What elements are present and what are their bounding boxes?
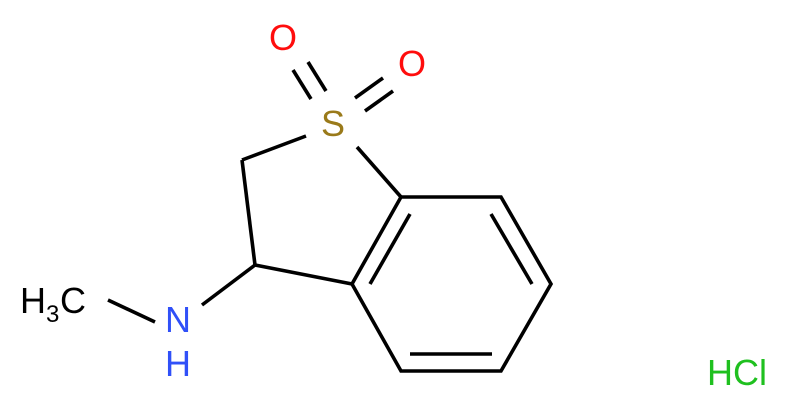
bond-s-ch2 xyxy=(241,134,307,162)
bond-s-o2-b xyxy=(363,89,395,113)
bonds xyxy=(107,61,554,373)
benzene-ring xyxy=(349,195,554,373)
salt-hcl: HCl xyxy=(707,352,767,393)
bond-s-o1-a xyxy=(291,69,313,100)
bond-n-ch3 xyxy=(107,298,156,324)
atom-labels: S O O N H H 3 C HCl xyxy=(20,17,767,393)
benzene-inner-left xyxy=(368,213,412,285)
atom-o2: O xyxy=(398,43,426,84)
bond-c3-c3a xyxy=(254,263,353,286)
benzene-inner-right xyxy=(489,213,534,285)
bond-s-o2-a xyxy=(353,76,385,100)
methyl-h: H xyxy=(20,280,46,321)
atom-s: S xyxy=(321,103,345,144)
atom-o1: O xyxy=(269,17,297,58)
bond-ch2-c3 xyxy=(240,159,257,266)
atom-n: N xyxy=(165,299,191,340)
bond-c3-n xyxy=(200,263,257,307)
atom-n-h: H xyxy=(165,343,191,384)
methyl-c: C xyxy=(60,280,86,321)
bond-s-o1-b xyxy=(306,61,328,92)
methyl-subscript: 3 xyxy=(46,301,59,328)
bond-s-c7a xyxy=(355,145,403,199)
